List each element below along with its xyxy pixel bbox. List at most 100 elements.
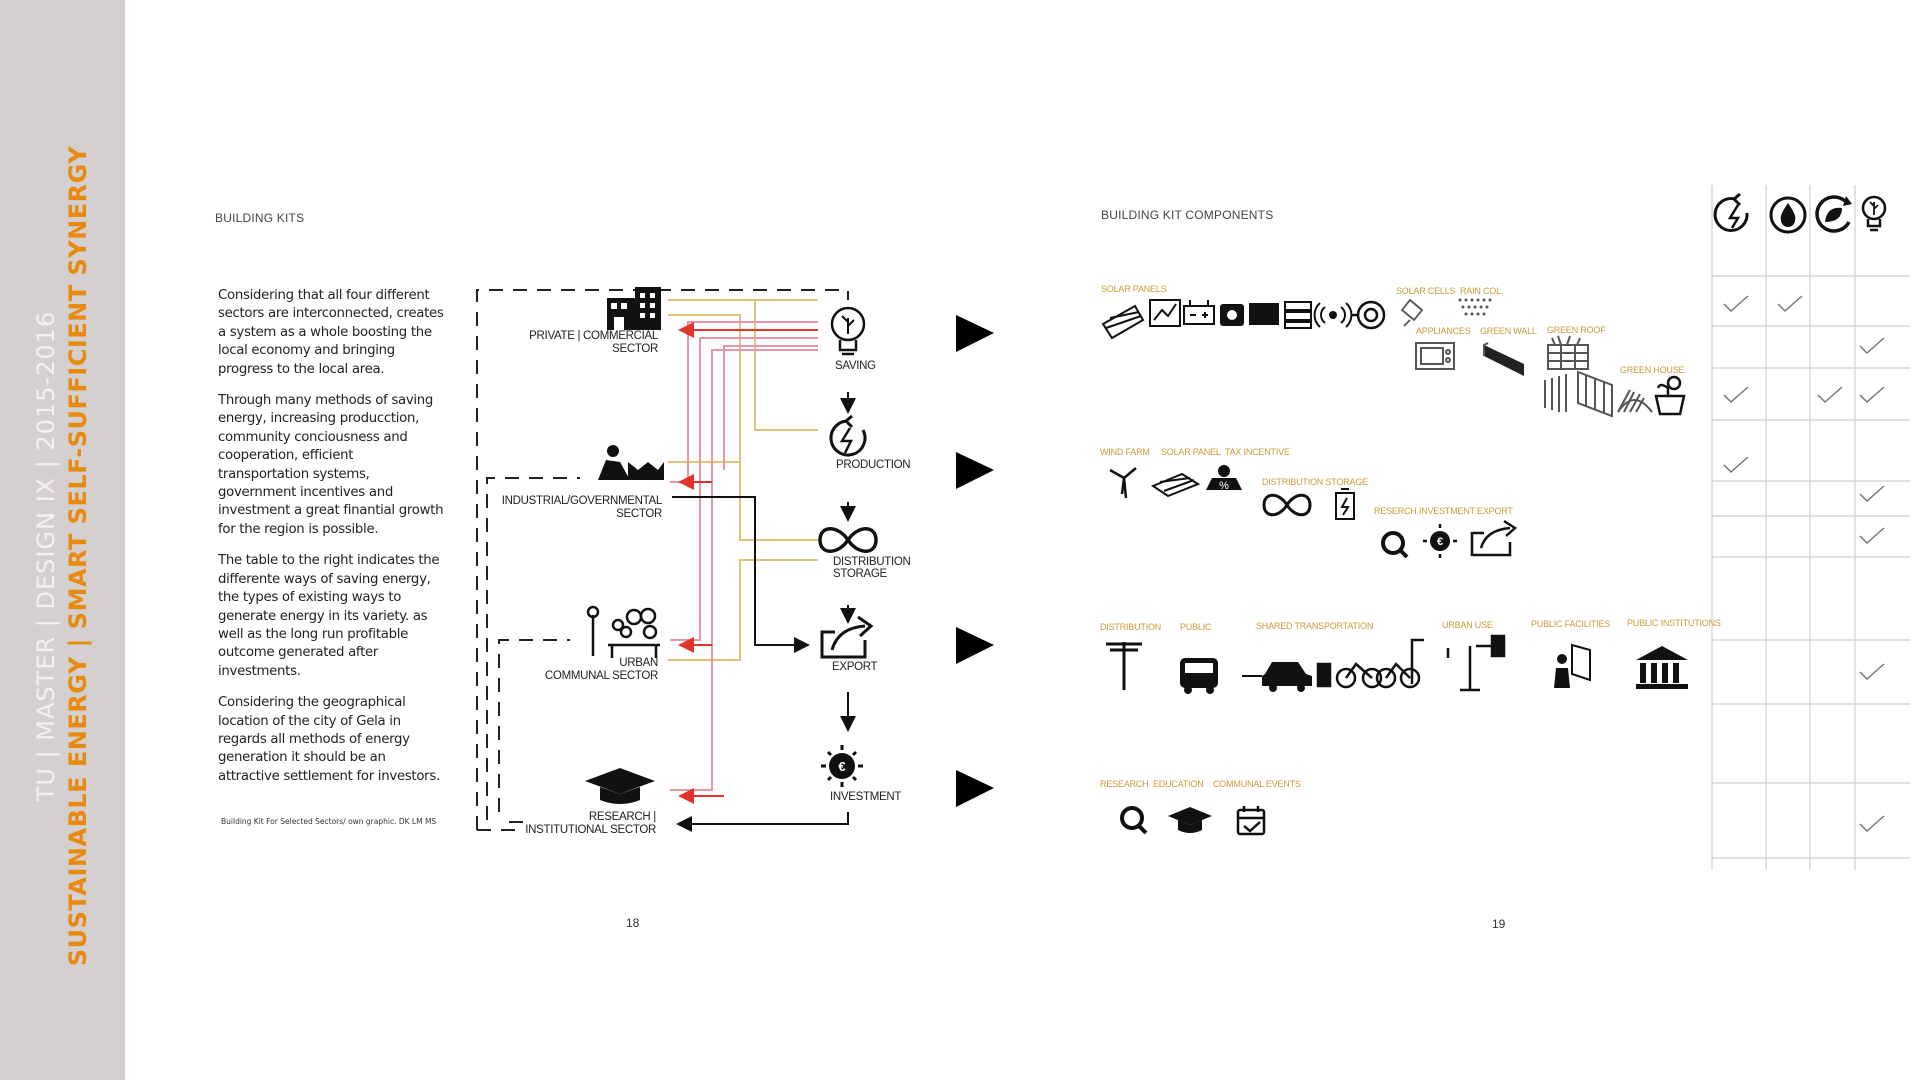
building-icon — [607, 287, 661, 330]
intro-paragraph: Considering that all four different sect… — [218, 288, 444, 377]
screen-icon — [1249, 303, 1279, 325]
search-icon — [1381, 531, 1409, 559]
component-table-grid — [1711, 185, 1910, 870]
checkmark — [1859, 485, 1885, 503]
label-distribution-storage: DISTRIBUTION STORAGE — [1262, 477, 1368, 487]
bus-icon — [1180, 658, 1218, 694]
label-urban-use: URBAN USE — [1442, 620, 1493, 630]
saving-label: SAVING — [835, 360, 876, 372]
page-number-right: 19 — [1492, 917, 1506, 931]
big-arrows — [956, 315, 994, 807]
tax-incentive-icon: % — [1206, 465, 1242, 492]
figure-caption: Building Kit For Selected Sectors/ own g… — [221, 817, 437, 826]
pink-flow-lines — [670, 321, 818, 791]
graduation-cap-icon — [1168, 807, 1212, 833]
export-label: EXPORT — [832, 661, 878, 673]
calendar-icon — [1236, 806, 1266, 836]
label-rain-col: RAIN COL. — [1460, 286, 1503, 296]
label-shared-transportation: SHARED TRANSPORTATION — [1256, 621, 1373, 631]
label-green-wall: GREEN WALL — [1480, 326, 1537, 336]
institution-icon — [1636, 646, 1688, 689]
private-sector-label: PRIVATE | COMMERCIAL — [529, 330, 659, 342]
checkmark — [1859, 386, 1885, 404]
infinity-icon — [1262, 493, 1312, 517]
production-label: PRODUCTION — [836, 459, 910, 471]
checkmarks — [1723, 295, 1885, 833]
green-facade-icon — [1544, 370, 1613, 418]
engine-icon — [1220, 304, 1244, 326]
label-public-facilities: PUBLIC FACILITIES — [1531, 619, 1610, 629]
street-lamp-icon — [1446, 634, 1506, 692]
solar-panel-icon — [1101, 304, 1145, 340]
label-research: RESEARCH — [1100, 779, 1148, 789]
checkmark — [1723, 295, 1749, 313]
intro-paragraph: Through many methods of saving energy, i… — [218, 393, 444, 537]
distribution-label: DISTRIBUTION — [833, 556, 911, 568]
bulb-icon — [1861, 195, 1887, 232]
battery-storage-icon — [1335, 488, 1355, 520]
saving-bulb-icon — [830, 306, 866, 356]
label-distribution: DISTRIBUTION — [1100, 622, 1161, 632]
sidebar: TU | MASTER | DESIGN IX | 2015-2016 SUST… — [0, 0, 125, 1080]
solar-cell-icon — [1400, 298, 1424, 327]
public-facility-icon — [1554, 643, 1591, 688]
red-flow-arrows — [678, 322, 818, 804]
infinity-icon — [818, 527, 878, 553]
label-wind-farm: WIND FARM — [1100, 447, 1150, 457]
arrow-export — [956, 627, 994, 664]
label-green-house: GREEN HOUSE — [1620, 365, 1685, 375]
label-tax-incentive: TAX INCENTIVE — [1225, 447, 1290, 457]
component-row-2: % € — [1109, 465, 1518, 559]
urban-sector-label-2: COMMUNAL SECTOR — [545, 670, 658, 682]
production-icon — [1713, 192, 1749, 232]
search-icon — [1120, 806, 1148, 835]
component-labels: SOLAR PANELS SOLAR CELLS RAIN COL. APPLI… — [1100, 284, 1721, 789]
green-roof-icon — [1547, 335, 1589, 370]
dashed-feedback-lines — [476, 289, 849, 831]
component-row-3 — [1106, 634, 1688, 694]
svg-text:%: % — [1219, 480, 1229, 492]
private-sector-label-2: SECTOR — [612, 343, 658, 355]
power-pole-icon — [1106, 642, 1142, 690]
export-icon — [820, 615, 874, 659]
svg-text:€: € — [1437, 536, 1443, 548]
investment-coin-icon: € — [821, 745, 863, 787]
green-wall-icon — [1483, 342, 1524, 376]
arrow-production — [956, 452, 994, 489]
label-research-investment-export: RESERCH INVESTMENT EXPORT — [1374, 506, 1513, 516]
page-number-left: 18 — [626, 916, 640, 930]
checkmark — [1817, 386, 1843, 404]
label-solar-panels: SOLAR PANELS — [1101, 284, 1167, 294]
label-education: EDUCATION — [1153, 779, 1204, 789]
left-page-header: BUILDING KITS — [215, 211, 305, 225]
solar-panel-icon — [1150, 472, 1201, 498]
black-connectors — [672, 392, 856, 832]
signal-icon — [1313, 302, 1353, 328]
label-solar-cells: SOLAR CELLS — [1396, 286, 1456, 296]
storage-label: STORAGE — [833, 568, 888, 580]
urban-sector-label: URBAN — [619, 657, 658, 669]
bike-share-icon — [1316, 638, 1424, 689]
community-icon — [586, 605, 660, 658]
arrow-saving — [956, 315, 994, 352]
industrial-sector-label: INDUSTRIAL/GOVERNMENTAL — [502, 495, 663, 507]
label-public: PUBLIC — [1180, 622, 1212, 632]
gold-flow-lines — [668, 299, 818, 661]
checkmark — [1859, 527, 1885, 545]
production-icon — [829, 414, 867, 457]
svg-text:€: € — [838, 759, 845, 774]
industrial-sector-label-2: SECTOR — [616, 508, 662, 520]
research-sector-label-2: INSTITUTIONAL SECTOR — [525, 824, 656, 836]
checkmark — [1777, 295, 1803, 313]
label-public-institutions: PUBLIC INSTITUTIONS — [1627, 618, 1721, 628]
export-icon — [1470, 519, 1518, 557]
water-drop-icon — [1769, 196, 1807, 234]
flow-diagram: € PRIVATE | COMMERCIAL SECTOR INDUSTRIAL… — [476, 287, 994, 836]
graduation-cap-icon — [585, 768, 655, 804]
plant-pot-icon — [1654, 375, 1686, 416]
wind-turbine-icon — [1109, 467, 1137, 499]
checkmark — [1859, 815, 1885, 833]
rain-collection-icon — [1458, 298, 1492, 316]
investment-label: INVESTMENT — [830, 791, 901, 803]
